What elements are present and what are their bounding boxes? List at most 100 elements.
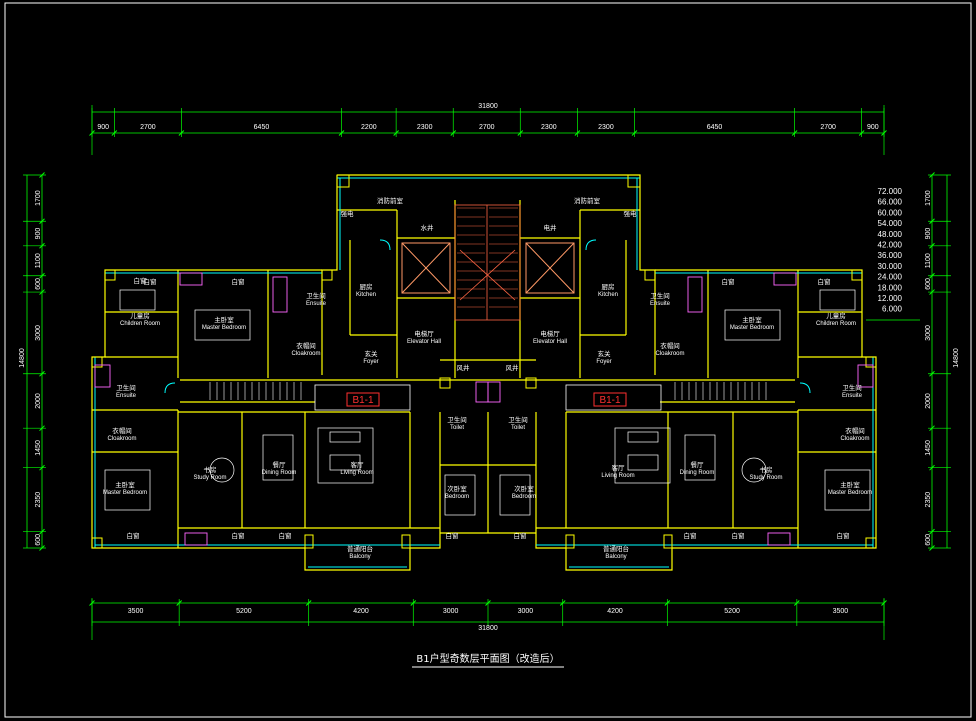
top-dim-value: 2700 [479,124,495,131]
room-name-cn: 衣帽间 [296,341,316,350]
right-dim-slash [929,370,935,377]
room-name-cn: 风井 [506,363,520,372]
elevators [401,242,575,294]
top-dim-slash [517,130,524,136]
right-dim-slash [929,528,935,535]
room-name-cn: 厨房 [602,282,615,291]
room-name-cn: 主卧室 [742,315,762,324]
room-name-cn: 玄关 [598,349,612,358]
unit-tag-right: B1-1 [599,395,621,406]
room-name-cn: 儿童房 [130,311,150,320]
room-name-cn: 次卧室 [514,484,534,493]
left-dim-value: 600 [35,534,42,546]
floor-elevation: 72.000 [878,187,903,196]
floor-elevation: 6.000 [882,305,903,314]
room-name-cn: 主卧室 [214,315,234,324]
left-dim-slash [39,545,45,551]
unit-tag-right-frame [565,384,662,411]
bottom-dim-value: 4200 [607,608,623,615]
left-dim-slash [39,242,45,249]
left-dim-slash [39,425,45,432]
room-name-en: Cloakroom [655,351,684,357]
top-dim-slash [338,130,345,136]
room-name-cn: 主卧室 [115,480,135,489]
room-name-cn: 餐厅 [691,460,705,469]
room-name-cn: 水井 [421,223,435,232]
room-name-cn: 卫生间 [508,415,528,424]
room-name-cn: 消防前室 [574,196,601,205]
right-total-dimension: 14800 [953,348,960,368]
left-dim-slash [39,272,45,279]
right-dim-value: 1700 [925,190,932,206]
drawing-title: B1户型奇数层平面图（改造后） [416,652,559,665]
bottom-dim-slash [559,600,566,606]
room-name-en: Balcony [349,554,370,560]
window-label: 白窗 [684,531,697,540]
floor-elevation: 66.000 [878,198,903,207]
window-label: 白窗 [446,531,459,540]
room-name-en: Children Room [120,321,160,327]
right-dim-value: 600 [925,278,932,290]
top-dim-slash [791,130,798,136]
right-dim-slash [929,218,935,225]
window-label: 白窗 [837,531,850,540]
room-name-en: Cloakroom [840,436,869,442]
right-dim-value: 2350 [925,492,932,508]
room-name-en: Foyer [363,359,378,365]
left-dim-value: 2000 [35,393,42,409]
room-name-cn: 卫生间 [447,415,467,424]
right-dim-slash [929,272,935,279]
window-label: 白窗 [514,531,527,540]
room-name-en: Master Bedroom [202,325,246,331]
right-dim-value: 600 [925,534,932,546]
room-name-en: Kitchen [356,292,376,298]
right-dim-slash [929,464,935,471]
window-label: 白窗 [279,531,292,540]
room-name-en: Cloakroom [107,436,136,442]
top-dim-value: 6450 [707,124,723,131]
room-name-cn: 白窗 [134,276,147,285]
bottom-dim-slash [176,600,183,606]
room-name-en: Kitchen [598,292,618,298]
top-dim-slash [111,130,118,136]
room-name-cn: 次卧室 [447,484,467,493]
top-dim-value: 900 [97,124,109,131]
bottom-dim-value: 3000 [518,608,534,615]
left-dim-slash [39,218,45,225]
corridor-steps [209,382,767,400]
floor-elevation: 42.000 [878,241,903,250]
walls [91,174,877,571]
right-dim-value: 2000 [925,393,932,409]
floor-elevation: 24.000 [878,273,903,282]
top-dim-value: 2300 [417,124,433,131]
floor-elevation: 48.000 [878,230,903,239]
room-name-en: Bedroom [445,494,469,500]
room-name-cn: 消防前室 [377,196,404,205]
room-name-cn: 电井 [544,223,558,232]
room-name-en: Living Room [340,470,373,476]
room-name-cn: 儿童房 [826,311,846,320]
bottom-dim-value: 3500 [128,608,144,615]
left-dim-slash [39,172,45,178]
right-dim-value: 900 [925,228,932,240]
window-labels: 白窗白窗白窗白窗白窗白窗白窗白窗白窗白窗白窗白窗白窗白窗白窗白窗白窗白窗 [127,277,850,540]
stair-steps [457,207,518,308]
room-name-cn: 客厅 [612,463,626,472]
top-dim-slash [178,130,185,136]
window-label: 白窗 [722,277,735,286]
window-label: 白窗 [232,277,245,286]
floor-elevation-list: 72.00066.00060.00054.00048.00042.00036.0… [878,187,903,314]
right-dim-slash [929,242,935,249]
room-name-en: Cloakroom [291,351,320,357]
window-label: 白窗 [144,277,157,286]
room-name-cn: 卫生间 [116,383,136,392]
staircase [454,204,521,321]
top-dim-slash [393,130,399,136]
room-name-en: Balcony [605,554,626,560]
top-dim-slash [631,130,638,136]
floor-elevation: 36.000 [878,251,903,260]
room-name-cn: 电梯厅 [414,329,434,338]
room-name-cn: 电梯厅 [540,329,560,338]
bottom-dim-value: 5200 [724,608,740,615]
